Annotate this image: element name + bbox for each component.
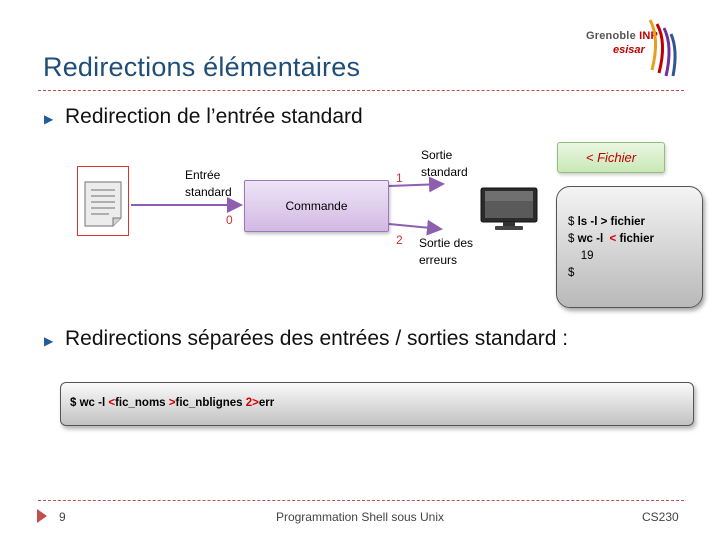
footer-divider [38, 500, 684, 501]
terminal-line-4: $ [568, 267, 575, 279]
stdin-label: Entrée standard [185, 168, 232, 199]
bullet-separate-redirections: Redirections séparées des entrées / sort… [65, 327, 569, 350]
stdout-arrow [388, 176, 445, 193]
page-title: Redirections élémentaires [43, 52, 361, 82]
stdout-fd-number: 1 [396, 171, 403, 185]
stdin-fd-number: 0 [226, 213, 233, 227]
stdout-label: Sortie standard [421, 148, 468, 179]
file-highlight-frame [77, 166, 129, 236]
bullet-triangle-icon: ▶ [44, 112, 54, 126]
stderr-fd-number: 2 [396, 233, 403, 247]
logo-line2: esisar [613, 44, 645, 56]
footer-course-code: CS230 [642, 510, 679, 524]
page-number: 9 [59, 510, 66, 524]
terminal-example-box: $ ls -l > fichier $ wc -l < fichier 19 $ [556, 186, 703, 308]
grenoble-inp-esisar-logo: Grenoble INP esisar [585, 18, 685, 80]
command-box: Commande [244, 180, 389, 232]
terminal-line-3: 19 [568, 250, 594, 262]
terminal-line-1: $ ls -l > fichier [568, 216, 646, 228]
footer-triangle-icon [37, 509, 47, 523]
footer-course-title: Programmation Shell sous Unix [275, 510, 445, 524]
logo-line1: Grenoble INP [586, 30, 659, 42]
bullet-triangle-icon: ▶ [44, 334, 54, 348]
bullet-input-redirection: Redirection de l’entrée standard [65, 105, 363, 128]
title-divider [38, 90, 684, 91]
stderr-arrow [388, 219, 443, 236]
stderr-label: Sortie des erreurs [419, 236, 474, 267]
monitor-icon [480, 187, 538, 230]
document-icon [84, 181, 122, 227]
logo-stripes-icon [648, 19, 677, 77]
command-example-bar: $ wc -l <fic_noms >fic_nblignes 2>err [60, 382, 694, 426]
terminal-line-2: $ wc -l < fichier [568, 233, 654, 245]
redirect-input-pill: < Fichier [557, 142, 665, 173]
